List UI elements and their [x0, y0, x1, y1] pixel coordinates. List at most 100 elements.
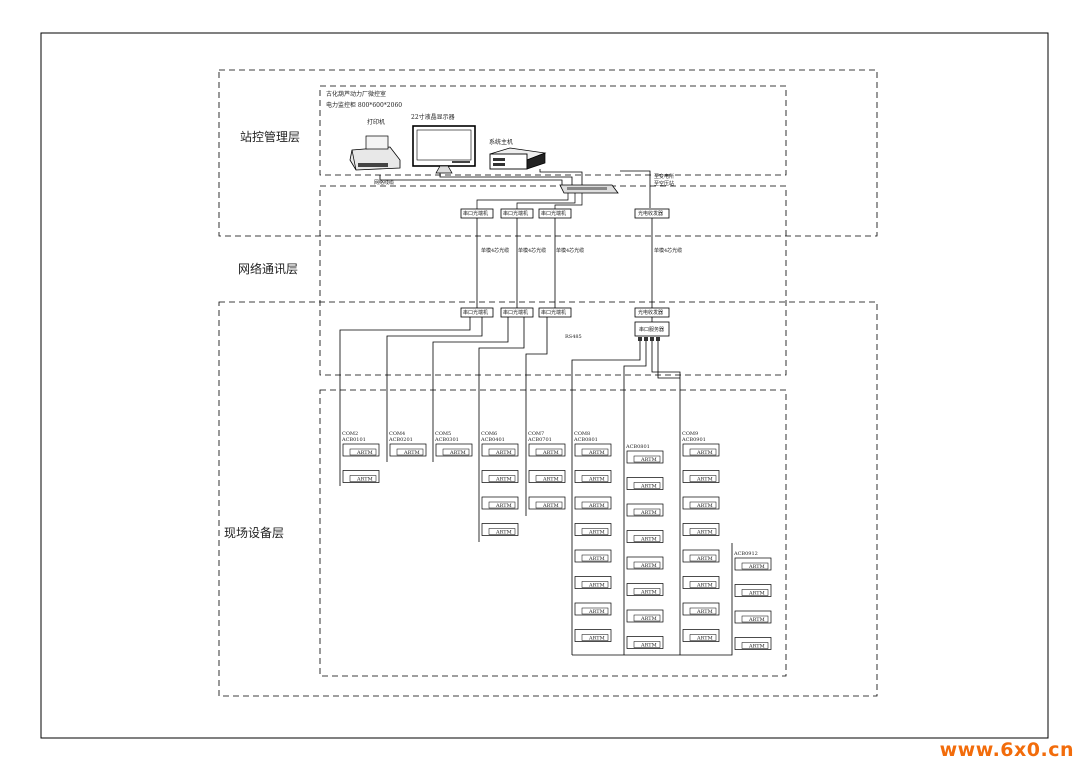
meter-type-label: ARTM — [748, 644, 765, 650]
station-cables — [379, 169, 651, 208]
meter-display — [349, 475, 377, 482]
meter-type-label: ARTM — [495, 477, 512, 483]
meter-display — [741, 589, 769, 596]
meter-display — [442, 448, 470, 456]
meter-device — [626, 636, 664, 649]
meter-display — [633, 508, 661, 516]
cabinet-label: ACB0401 — [480, 437, 505, 443]
cabinet-label: ACB0901 — [681, 437, 706, 443]
converter-bottom-2-label: 串口光端机 — [503, 309, 528, 316]
meter-type-label: ARTM — [542, 450, 559, 456]
meter-type-label: ARTM — [696, 450, 713, 456]
meter-device — [574, 549, 612, 563]
meter-device — [574, 523, 612, 536]
meter-display — [488, 448, 516, 456]
meter-device — [528, 470, 566, 483]
meter-device — [574, 496, 612, 510]
cabinet-label: ACB0301 — [434, 437, 459, 443]
meter-device — [682, 523, 720, 536]
meter-device — [481, 443, 519, 457]
meter-type-label: ARTM — [696, 583, 713, 589]
meter-display — [741, 642, 769, 649]
fiber-links — [476, 218, 653, 308]
meter-display — [689, 581, 717, 588]
meter-type-label: ARTM — [588, 609, 605, 615]
station-layer-box — [218, 69, 878, 237]
meter-device — [626, 450, 664, 464]
converter-top-3-label: 串口光端机 — [541, 210, 566, 217]
meter-device — [626, 477, 664, 490]
cabinet-label: ACB0101 — [341, 437, 366, 443]
meter-display — [689, 475, 717, 482]
meter-type-label: ARTM — [495, 530, 512, 536]
meter-device — [734, 557, 772, 571]
monitor-label: 22寸液晶显示器 — [411, 113, 455, 121]
meter-type-label: ARTM — [748, 617, 765, 623]
fiber-label-1: 单模4芯光缆 — [481, 247, 509, 254]
meter-type-label: ARTM — [640, 643, 657, 649]
meter-display — [633, 561, 661, 569]
meter-type-label: ARTM — [640, 537, 657, 543]
meter-device — [682, 470, 720, 483]
converter-bottom-2 — [500, 307, 534, 318]
meter-device — [626, 583, 664, 596]
bus-label: RS485 — [565, 334, 582, 340]
optical-switch-bottom-label: 光电收发器 — [638, 309, 663, 316]
meter-display — [689, 528, 717, 535]
fiber-label-3: 单模4芯光缆 — [556, 247, 584, 254]
meter-device — [574, 576, 612, 589]
cabinet-label: ACB0801 — [625, 444, 650, 450]
meter-display — [488, 528, 516, 535]
control-room-box — [319, 85, 787, 176]
printer-icon — [349, 135, 401, 171]
converter-bottom-1 — [460, 307, 494, 318]
fiber-label-4: 单模4芯光缆 — [654, 247, 682, 254]
host-computer-icon — [489, 147, 547, 170]
meter-type-label: ARTM — [748, 591, 765, 597]
meter-display — [535, 475, 563, 482]
meter-type-label: ARTM — [640, 563, 657, 569]
meter-display — [581, 607, 609, 615]
network-layer-title: 网络通讯层 — [238, 261, 298, 276]
meter-display — [633, 482, 661, 489]
meter-type-label: ARTM — [542, 503, 559, 509]
meter-type-label: ARTM — [588, 530, 605, 536]
meter-device — [435, 443, 473, 457]
meter-display — [581, 554, 609, 562]
converter-top-1-label: 串口光端机 — [463, 210, 488, 217]
meter-device — [626, 609, 664, 623]
meter-type-label: ARTM — [588, 636, 605, 642]
meter-type-label: ARTM — [696, 609, 713, 615]
meter-device — [574, 470, 612, 483]
converter-bottom-1-label: 串口光端机 — [463, 309, 488, 316]
meter-display — [349, 448, 377, 456]
cabinet-label: ACB0801 — [573, 437, 598, 443]
converter-bottom-3-label: 串口光端机 — [541, 309, 566, 316]
meter-type-label: ARTM — [640, 590, 657, 596]
watermark-text: www.6x0.cn — [939, 739, 1074, 761]
meter-device — [481, 496, 519, 510]
monitor-icon — [412, 125, 476, 174]
meter-display — [581, 475, 609, 482]
meter-type-label: ARTM — [640, 616, 657, 622]
meter-display — [741, 562, 769, 570]
meter-display — [535, 501, 563, 509]
room-name: 古化葫芦动力厂微控室 — [326, 90, 386, 98]
meter-device — [528, 496, 566, 510]
meter-type-label: ARTM — [542, 477, 559, 483]
meter-type-label: ARTM — [696, 477, 713, 483]
meter-device — [682, 549, 720, 563]
meter-display — [581, 448, 609, 456]
meter-display — [633, 455, 661, 463]
converter-bottom-3 — [538, 307, 572, 318]
meter-type-label: ARTM — [588, 503, 605, 509]
meter-display — [633, 614, 661, 622]
com-port-label: COM5 — [435, 431, 451, 437]
meter-type-label: ARTM — [356, 477, 373, 483]
